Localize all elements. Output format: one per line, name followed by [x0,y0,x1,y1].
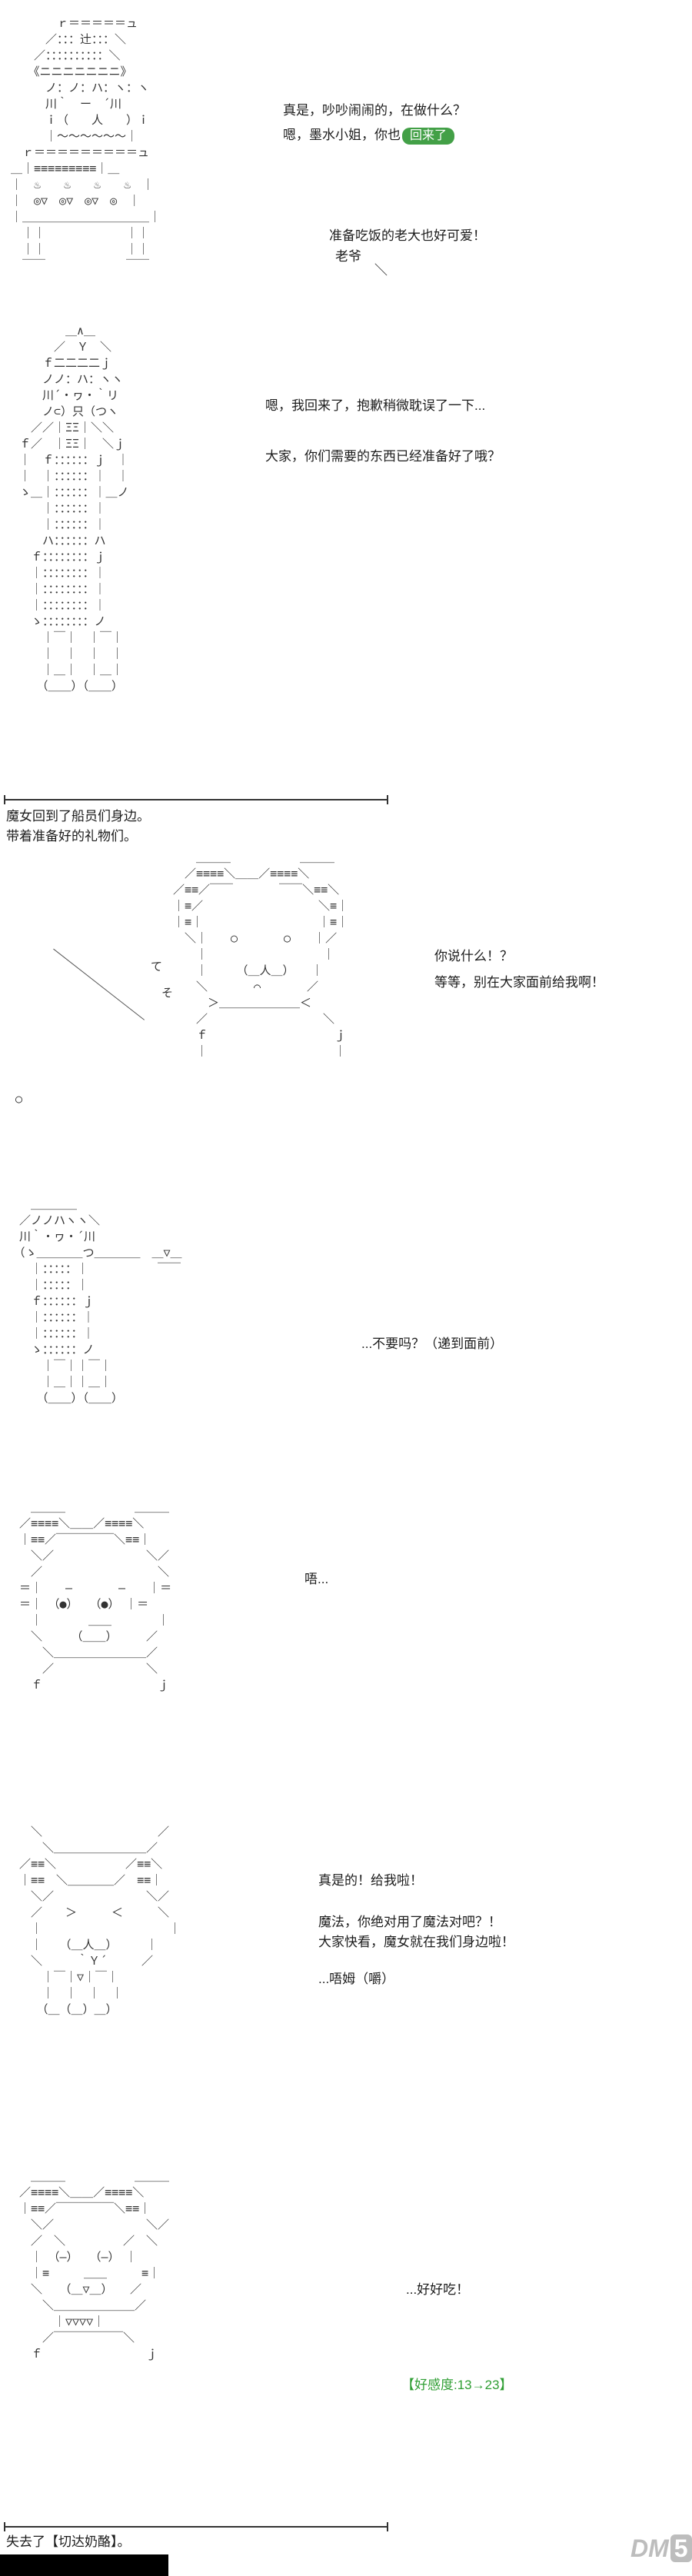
scene-divider-bottom [4,2522,388,2531]
dialogue-scene1-line1: 真是，吵吵闹闹的，在做什么？ [283,103,466,118]
dialogue-scene2-line1: 嗯，我回来了，抱歉稍微耽误了一下... [265,398,486,413]
ascii-art-scene1-girl-at-table: ｒ＝＝＝＝＝ュ ／：：：辻：：：＼ ／：：：：：：：：：：＼ 《ニニニニニニニ》… [11,16,161,272]
dialogue-scene2-line2: 大家，你们需要的东西已经准备好了哦？ [265,449,501,464]
motion-line [53,948,145,1020]
ascii-art-scene3-shocked-mouse: ＿＿＿ ＿＿＿ ／≡≡≡≡＼＿＿／≡≡≡≡＼ ／≡≡／￣￣ ￣￣＼≡≡＼ ｜≡／… [173,850,349,1058]
divider-line [4,799,388,800]
watermark-five-box: 5 [670,2534,692,2562]
speech-tail-mark: ＼ [374,263,388,278]
page-caption-bar: 她将奶酪送给鼠族的船员。 [0,2554,168,2576]
favor-gain-text: 【好感度:13→23】 [401,2378,513,2392]
lost-item-text: 失去了【切达奶酪】。 [6,2534,131,2549]
dialogue-scene4-line1: ...不要吗？（递到面前） [361,1336,504,1351]
dialogue-scene6-line1: 真是的！给我啦！ [318,1873,423,1888]
dialogue-scene6-line4: ...唔姆（嚼） [318,1972,395,1986]
narration-caption-2: 带着准备好的礼物们。 [6,829,137,844]
watermark-dm-text: DM [630,2534,669,2562]
ascii-art-scene7-eating-mouse: ＿＿＿ ＿＿＿ ／≡≡≡≡＼＿＿／≡≡≡≡＼ ｜≡≡／￣￣￣￣￣＼≡≡｜ ＼／ … [19,2169,170,2361]
motion-fx-so: そ [161,986,174,1000]
speaker-label: 老爷 [335,249,361,264]
highlighted-link-badge[interactable]: 回来了 [402,128,455,145]
dialogue-scene3-line2: 等等，别在大家面前给我啊！ [434,975,604,990]
divider-line [4,2526,388,2528]
ascii-art-scene2-witch: ＿∧＿ ／ Ｙ ＼ ｆ二二二二ｊ ノノ：ハ：ヽヽ 川´・ヮ・｀リ ノ⊂）只（つヽ… [19,324,129,693]
ascii-art-scene4-offering: ＿＿＿＿ ／ノノハヽヽ＼ 川｀・ヮ・´川 （ゝ＿＿＿＿つ＿＿＿＿ ＿▽＿ ｜：：… [19,1197,182,1405]
dialogue-scene5-line1: 唔... [304,1572,329,1586]
dialogue-scene3-line1: 你说什么！？ [434,949,513,964]
dialogue-scene6-line2: 魔法，你绝对用了魔法对吧？！ [318,1915,501,1929]
dialogue-scene1-line2: 嗯，墨水小姐，你也回来了 [283,126,455,145]
divider-tick-right [387,2522,388,2531]
ascii-art-scene5-hesitating-mouse: ＿＿＿ ＿＿＿ ／≡≡≡≡＼＿＿／≡≡≡≡＼ ｜≡≡／￣￣￣￣￣＼≡≡｜ ＼／ … [19,1500,172,1692]
dialogue-scene1-line3: 准备吃饭的老大也好可爱！ [329,228,486,243]
dialogue-scene1-line2-text: 嗯，墨水小姐，你也 [283,128,401,142]
narration-caption-1: 魔女回到了船员们身边。 [6,809,150,824]
scene-divider-top [4,795,388,804]
dialogue-scene6-line3: 大家快看，魔女就在我们身边啦！ [318,1935,514,1949]
dialogue-scene7-line1: ...好好吃！ [406,2282,470,2297]
ascii-art-scene6-grabbing-mouse: ＼ ／ ＼＿＿＿＿＿＿＿＿／ ／≡≡＼ ／≡≡＼ ｜≡≡ ＼＿＿＿＿／ ≡≡｜ … [19,1825,181,2016]
thrown-object-fx: ○ [15,1092,23,1106]
motion-fx-te: て [151,960,163,973]
divider-tick-right [387,795,388,804]
